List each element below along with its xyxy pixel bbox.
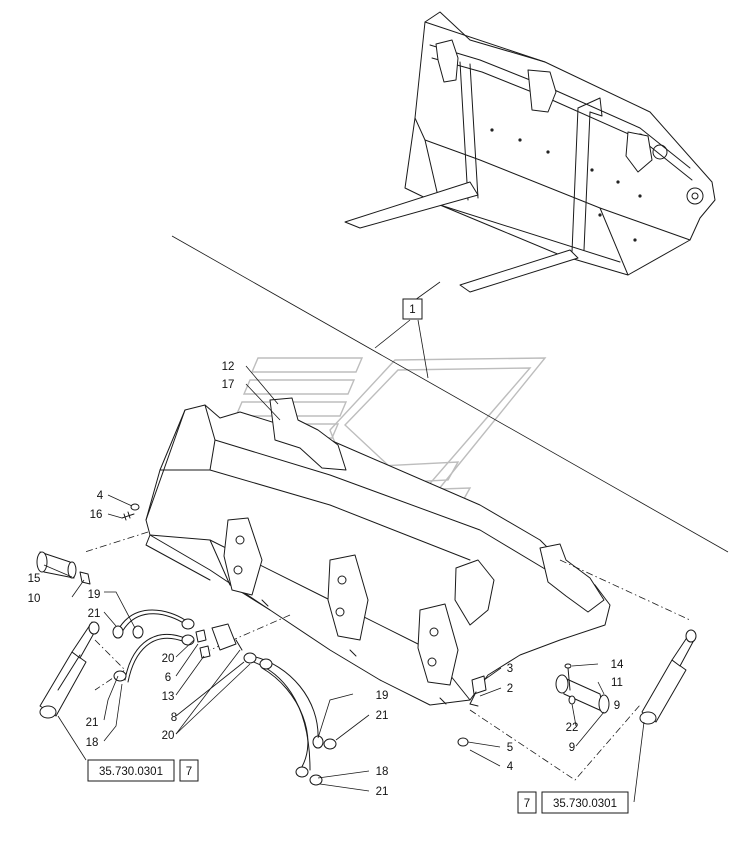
callout-labels: 12 17 4 16 15 10 19 21 20 6 13 8 20 21 1… bbox=[28, 361, 624, 798]
callout-19-left[interactable]: 19 bbox=[88, 589, 101, 601]
callout-21-c[interactable]: 21 bbox=[376, 710, 389, 722]
callout-5[interactable]: 5 bbox=[507, 742, 513, 754]
left-pin-parts bbox=[36, 503, 140, 585]
callout-9-a[interactable]: 9 bbox=[614, 700, 620, 712]
reference-box-left[interactable]: 35.730.0301 7 bbox=[87, 759, 199, 782]
reference-number-left: 35.730.0301 bbox=[99, 766, 163, 778]
reference-page-right: 7 bbox=[524, 798, 530, 810]
leader-1a bbox=[374, 319, 411, 349]
callout-3[interactable]: 3 bbox=[507, 663, 513, 675]
callout-14[interactable]: 14 bbox=[611, 659, 624, 671]
callout-20-a[interactable]: 20 bbox=[162, 653, 175, 665]
callout-8[interactable]: 8 bbox=[171, 712, 177, 724]
callout-16[interactable]: 16 bbox=[90, 509, 103, 521]
main-bucket bbox=[145, 397, 611, 706]
guide-line-c bbox=[559, 559, 691, 621]
hydraulic-cylinder-left bbox=[39, 621, 100, 719]
callout-4-left[interactable]: 4 bbox=[97, 490, 104, 502]
callout-12[interactable]: 12 bbox=[222, 361, 235, 373]
hydraulic-cylinder-right bbox=[639, 629, 697, 725]
callout-18-left[interactable]: 18 bbox=[86, 737, 99, 749]
valve-block bbox=[195, 623, 243, 659]
callout-6[interactable]: 6 bbox=[165, 672, 171, 684]
reference-box-right[interactable]: 7 35.730.0301 bbox=[517, 791, 629, 814]
callout-11[interactable]: 11 bbox=[611, 677, 623, 689]
separator-line bbox=[171, 235, 729, 553]
callout-20-b[interactable]: 20 bbox=[162, 730, 175, 742]
callout-2[interactable]: 2 bbox=[507, 683, 513, 695]
callout-21-b[interactable]: 21 bbox=[86, 717, 99, 729]
callout-21-d[interactable]: 21 bbox=[376, 786, 389, 798]
callout-17[interactable]: 17 bbox=[222, 379, 235, 391]
reference-number-right: 35.730.0301 bbox=[553, 798, 617, 810]
guide-line-a bbox=[84, 531, 149, 553]
guide-line-e bbox=[94, 639, 126, 691]
leader-1b bbox=[417, 319, 429, 379]
hydraulic-hoses-center bbox=[243, 652, 337, 786]
callout-21-a[interactable]: 21 bbox=[88, 608, 101, 620]
callout-1: 1 bbox=[409, 304, 415, 316]
fork-bucket-assembly bbox=[344, 11, 716, 293]
callout-9-b[interactable]: 9 bbox=[569, 742, 575, 754]
callout-10[interactable]: 10 bbox=[28, 593, 41, 605]
callout-1-box[interactable]: 1 bbox=[402, 298, 423, 320]
leader-1c bbox=[414, 281, 441, 301]
callout-4-right[interactable]: 4 bbox=[507, 761, 514, 773]
hydraulic-hoses-left bbox=[112, 609, 195, 683]
guide-line-d bbox=[469, 704, 641, 781]
callout-22[interactable]: 22 bbox=[566, 722, 579, 734]
callout-18-right[interactable]: 18 bbox=[376, 766, 389, 778]
callout-13[interactable]: 13 bbox=[162, 691, 175, 703]
right-pin-parts bbox=[457, 663, 610, 747]
reference-page-left: 7 bbox=[186, 766, 192, 778]
callout-19-right[interactable]: 19 bbox=[376, 690, 389, 702]
callout-15[interactable]: 15 bbox=[28, 573, 41, 585]
leader-lines bbox=[43, 365, 645, 803]
